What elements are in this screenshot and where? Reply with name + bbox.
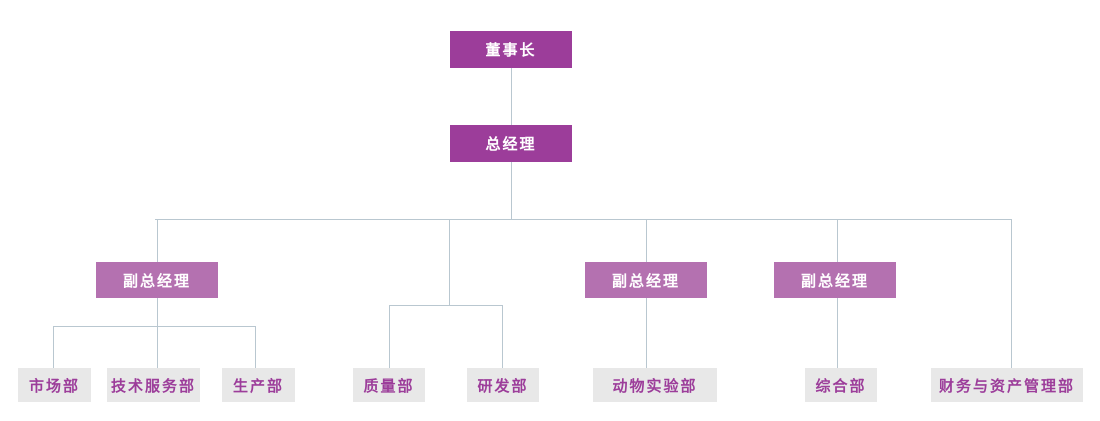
node-chairman: 董事长 xyxy=(450,31,572,68)
connector-bus-finance xyxy=(1011,219,1012,368)
connector-bus-midbranch xyxy=(449,219,450,305)
node-dept-general: 综合部 xyxy=(805,368,877,402)
connector-bus-deputy3 xyxy=(837,219,838,262)
connector-main-bus xyxy=(155,219,1012,220)
node-dept-animal-lab: 动物实验部 xyxy=(593,368,717,402)
connector-chairman-gm xyxy=(511,68,512,125)
node-deputy-gm-2: 副总经理 xyxy=(585,262,707,298)
node-general-manager: 总经理 xyxy=(450,125,572,162)
connector-mid-rnd xyxy=(502,305,503,368)
node-deputy-gm-3: 副总经理 xyxy=(774,262,896,298)
connector-deputy1-bus xyxy=(157,298,158,368)
node-dept-tech-service: 技术服务部 xyxy=(107,368,200,402)
connector-deputy2-animal-lab xyxy=(646,298,647,368)
connector-bus-deputy2 xyxy=(646,219,647,262)
node-dept-finance: 财务与资产管理部 xyxy=(931,368,1083,402)
connector-mid-bus xyxy=(389,305,503,306)
node-dept-marketing: 市场部 xyxy=(18,368,91,402)
connector-mid-quality xyxy=(389,305,390,368)
node-dept-quality: 质量部 xyxy=(353,368,425,402)
connector-left-production xyxy=(255,326,256,368)
node-deputy-gm-1: 副总经理 xyxy=(96,262,218,298)
node-dept-rnd: 研发部 xyxy=(467,368,539,402)
connector-left-marketing xyxy=(53,326,54,368)
connector-bus-deputy1 xyxy=(157,219,158,262)
node-dept-production: 生产部 xyxy=(222,368,295,402)
connector-left-bus xyxy=(53,326,256,327)
connector-deputy3-general xyxy=(837,298,838,368)
connector-gm-bus xyxy=(511,162,512,219)
